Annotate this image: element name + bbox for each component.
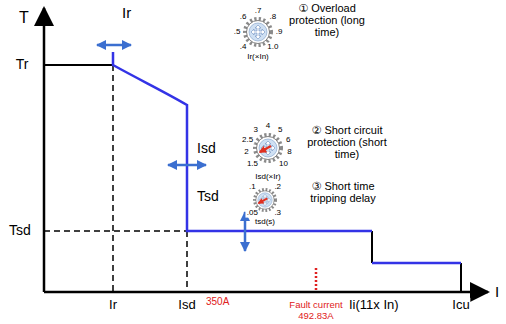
chart-label: .9 bbox=[275, 28, 284, 37]
callout-text: ① Overload protection (long time) bbox=[284, 2, 370, 38]
chart-label: .05 bbox=[246, 208, 259, 217]
fault-current-marker bbox=[315, 268, 318, 290]
chart-label: 10 bbox=[278, 159, 289, 168]
chart-label: .7 bbox=[254, 7, 263, 16]
chart-label: 350A bbox=[205, 296, 230, 307]
chart-label: Ii(11x In) bbox=[348, 298, 400, 312]
tsd-dial bbox=[255, 190, 276, 211]
isd-dashed-line bbox=[186, 231, 188, 292]
chart-label: tsd(s) bbox=[254, 218, 276, 227]
chart-label: .2 bbox=[273, 183, 282, 192]
chart-label: .4 bbox=[239, 42, 248, 51]
tsd-adjust-arrow bbox=[244, 212, 247, 251]
chart-label: .1 bbox=[248, 183, 257, 192]
chart-label: .8 bbox=[269, 13, 278, 22]
chart-label: 8 bbox=[286, 148, 292, 157]
isd-dial bbox=[255, 135, 281, 161]
trip-curve bbox=[113, 52, 461, 263]
chart-label: 3 bbox=[253, 125, 259, 134]
chart-label: Isd bbox=[196, 141, 217, 156]
chart-label: I bbox=[494, 284, 500, 301]
chart-label: 1.5 bbox=[246, 159, 259, 168]
chart-label: Fault current bbox=[288, 300, 343, 310]
chart-label: Isd bbox=[177, 298, 196, 312]
chart-label: Tr bbox=[15, 57, 30, 72]
chart-label: .6 bbox=[239, 13, 248, 22]
chart-label: Icu bbox=[451, 298, 470, 312]
chart-label: Tsd bbox=[196, 189, 220, 204]
chart-label: T bbox=[18, 9, 30, 27]
chart-label: Ir bbox=[121, 5, 132, 22]
chart-label: 1.0 bbox=[266, 42, 279, 51]
chart-label: 492.83A bbox=[297, 311, 334, 321]
chart-label: Tsd bbox=[8, 223, 32, 238]
callout-text: ② Short circuit protection (short time) bbox=[298, 124, 396, 160]
chart-label: 2 bbox=[243, 148, 249, 157]
tr-level-line bbox=[44, 64, 113, 66]
ir-dial bbox=[245, 19, 271, 45]
ir-adjust-arrow bbox=[97, 44, 131, 47]
x-axis bbox=[44, 291, 488, 294]
chart-label: Ir bbox=[108, 298, 118, 312]
y-axis bbox=[43, 8, 46, 292]
chart-label: 4 bbox=[265, 122, 271, 131]
ir-dashed-line bbox=[112, 65, 114, 292]
chart-label: 5 bbox=[277, 125, 283, 134]
isd-adjust-arrow bbox=[168, 164, 206, 167]
chart-label: 6 bbox=[285, 135, 291, 144]
chart-label: .5 bbox=[233, 28, 242, 37]
chart-label: .3 bbox=[273, 208, 282, 217]
chart-label: Ir(×In) bbox=[246, 53, 270, 62]
chart-label: Isd(×Ir) bbox=[254, 173, 282, 182]
instantaneous-step bbox=[372, 231, 461, 292]
callout-text: ③ Short time tripping delay bbox=[296, 180, 390, 204]
chart-label: 2.5 bbox=[241, 135, 254, 144]
tsd-dashed-line bbox=[44, 230, 187, 232]
